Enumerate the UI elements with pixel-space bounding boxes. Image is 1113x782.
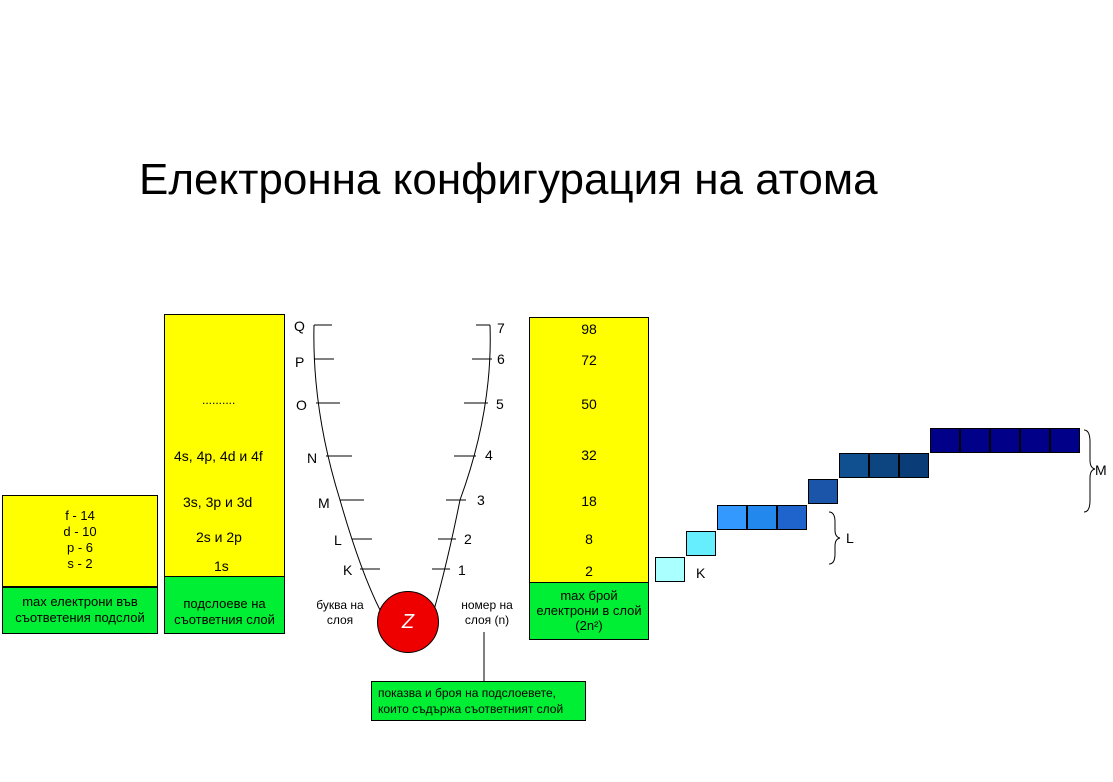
sublevels-n4: 4s, 4p, 4d и 4f <box>174 448 263 464</box>
orbital-2p-3 <box>777 505 807 530</box>
orbital-1s <box>655 557 685 582</box>
staircase-label-m: M <box>1095 462 1107 478</box>
capacity-p: p - 6 <box>66 540 93 555</box>
orbital-2s <box>686 531 716 556</box>
orbital-2p-2 <box>747 505 777 530</box>
brace-m <box>1083 429 1096 513</box>
capacity-d: d - 10 <box>63 524 97 539</box>
sublevels-n3: 3s, 3p и 3d <box>183 494 253 510</box>
shell-capacity-l: 8 <box>585 531 593 547</box>
shell-capacity-caption: max брой електрони в слой (2n²) <box>529 582 649 640</box>
shell-capacity-caption-1: max брой <box>560 588 618 603</box>
shell-capacity-o: 50 <box>581 396 597 412</box>
sublevels-caption-text: подслоеве на съответния слой <box>174 596 275 627</box>
nucleus: Z <box>377 591 439 653</box>
shell-capacity-q: 98 <box>581 321 597 337</box>
shell-capacity-m: 18 <box>581 493 597 509</box>
shell-capacity-caption-2: електрони в слой <box>536 603 642 618</box>
orbital-3d-4 <box>1020 428 1050 453</box>
brace-l <box>828 511 841 565</box>
shell-letter-l: L <box>334 532 342 548</box>
shell-number-7: 7 <box>497 320 505 336</box>
sublevel-capacity-caption-text: max електрони във съответения подслой <box>15 594 145 625</box>
sublevels-box: .......... 4s, 4p, 4d и 4f 3s, 3p и 3d 2… <box>164 314 285 577</box>
shell-capacity-box: 98 72 50 32 18 8 2 <box>529 317 649 583</box>
shell-letter-k: K <box>343 562 353 578</box>
shell-letter-o: O <box>296 397 307 413</box>
orbital-3d-1 <box>930 428 960 453</box>
orbital-3p-3 <box>899 453 929 478</box>
sublevel-count-note: показва и броя на подслоевете, които съд… <box>371 681 586 721</box>
shell-capacity-p: 72 <box>581 352 597 368</box>
sublevel-count-note-text: показва и броя на подслоевете, които съд… <box>378 686 564 716</box>
staircase-label-k: K <box>696 565 706 581</box>
page-title: Електронна конфигурация на атома <box>139 155 878 204</box>
number-caption: номер на слоя (n) <box>461 598 513 627</box>
sublevels-caption: подслоеве на съответния слой <box>164 576 285 634</box>
right-shell-curve <box>433 324 491 611</box>
shell-letter-p: P <box>295 354 305 370</box>
shell-letter-q: Q <box>294 318 305 334</box>
shell-letter-m: M <box>318 495 330 511</box>
shell-capacity-n: 32 <box>581 447 597 463</box>
orbital-3d-5 <box>1050 428 1080 453</box>
shell-capacity-k: 2 <box>585 563 593 579</box>
shell-letter-n: N <box>307 450 318 466</box>
sublevels-n1: 1s <box>214 558 229 574</box>
shell-number-4: 4 <box>485 447 493 463</box>
capacity-f: f - 14 <box>65 508 95 523</box>
shell-number-2: 2 <box>464 531 472 547</box>
left-shell-curve <box>313 324 381 611</box>
shell-number-1: 1 <box>458 562 466 578</box>
orbital-3p-1 <box>839 453 869 478</box>
shell-number-3: 3 <box>477 492 485 508</box>
orbital-3p-2 <box>869 453 899 478</box>
orbital-3d-2 <box>960 428 990 453</box>
orbital-2p-1 <box>717 505 747 530</box>
capacity-s: s - 2 <box>67 556 93 571</box>
sublevels-ellipsis: .......... <box>202 393 236 407</box>
letter-caption: буква на слоя <box>316 598 364 627</box>
orbital-3s <box>808 479 838 504</box>
shell-number-5: 5 <box>496 396 504 412</box>
shell-number-6: 6 <box>497 351 505 367</box>
shell-capacity-caption-3: (2n²) <box>575 618 603 633</box>
sublevel-capacity-box: f - 14 d - 10 p - 6 s - 2 <box>2 495 158 587</box>
orbital-3d-3 <box>990 428 1020 453</box>
nucleus-label: Z <box>401 610 415 633</box>
sublevels-n2: 2s и 2p <box>196 529 242 545</box>
staircase-label-l: L <box>846 530 854 546</box>
sublevel-capacity-caption: max електрони във съответения подслой <box>2 587 158 634</box>
